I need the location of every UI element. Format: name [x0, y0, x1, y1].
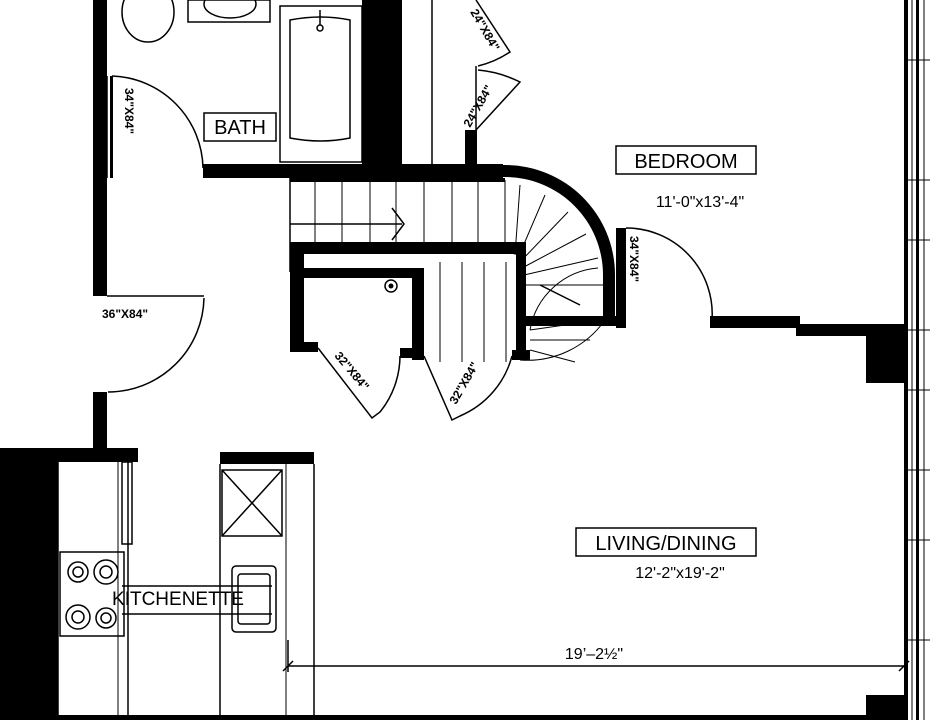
fridge-fixture	[221, 469, 283, 537]
range-fixture	[59, 551, 125, 637]
window-wall-right	[866, 0, 930, 720]
living-dining-size: 12'-2"x19'-2"	[635, 565, 725, 582]
closet-door-2-label: 32"X84"	[446, 360, 481, 407]
bedroom-door-label: 34"X84"	[627, 236, 641, 282]
closet-door-1-label: 32"X84"	[332, 349, 372, 393]
corridor-left-wall	[93, 0, 107, 448]
bath-door-label: 34"X84"	[122, 88, 136, 134]
stair-treads	[314, 180, 606, 363]
window-mullions	[908, 59, 930, 641]
under-stair-closets: 32"X84" 32"X84"	[290, 254, 530, 422]
living-width-dimension: 19’–2½"	[565, 646, 623, 663]
living-dining-area: LIVING/DINING 12'-2"x19'-2" 19’–2½"	[282, 527, 910, 672]
kitchenette-area: KITCHENETTE	[0, 448, 904, 720]
top-closet: 24"X84" 24"X84"	[431, 0, 522, 170]
bath-label-box	[203, 112, 277, 142]
living-dining-label: LIVING/DINING	[595, 533, 736, 555]
stair	[289, 165, 616, 363]
entry-door: 36"X84"	[102, 295, 205, 393]
bath-area: BATH 34"X84"	[106, 0, 503, 178]
kitchenette-label: KITCHENETTE	[112, 589, 244, 610]
toilet-fixture	[121, 0, 175, 43]
bedroom-area: BEDROOM 11'-0"x13'-4" 34"X84"	[615, 145, 904, 336]
bedroom-label: BEDROOM	[634, 151, 737, 173]
bedroom-size: 11'-0"x13'-4"	[656, 194, 744, 211]
closet-top-2-label: 24"X84"	[460, 83, 495, 130]
bath-label: BATH	[214, 117, 266, 139]
vanity-fixture	[187, 0, 271, 23]
bedroom-label-box	[615, 145, 757, 175]
living-label-box	[575, 527, 757, 557]
burners	[65, 559, 119, 630]
entry-door-label: 36"X84"	[102, 307, 148, 321]
sink-fixture	[231, 565, 277, 633]
